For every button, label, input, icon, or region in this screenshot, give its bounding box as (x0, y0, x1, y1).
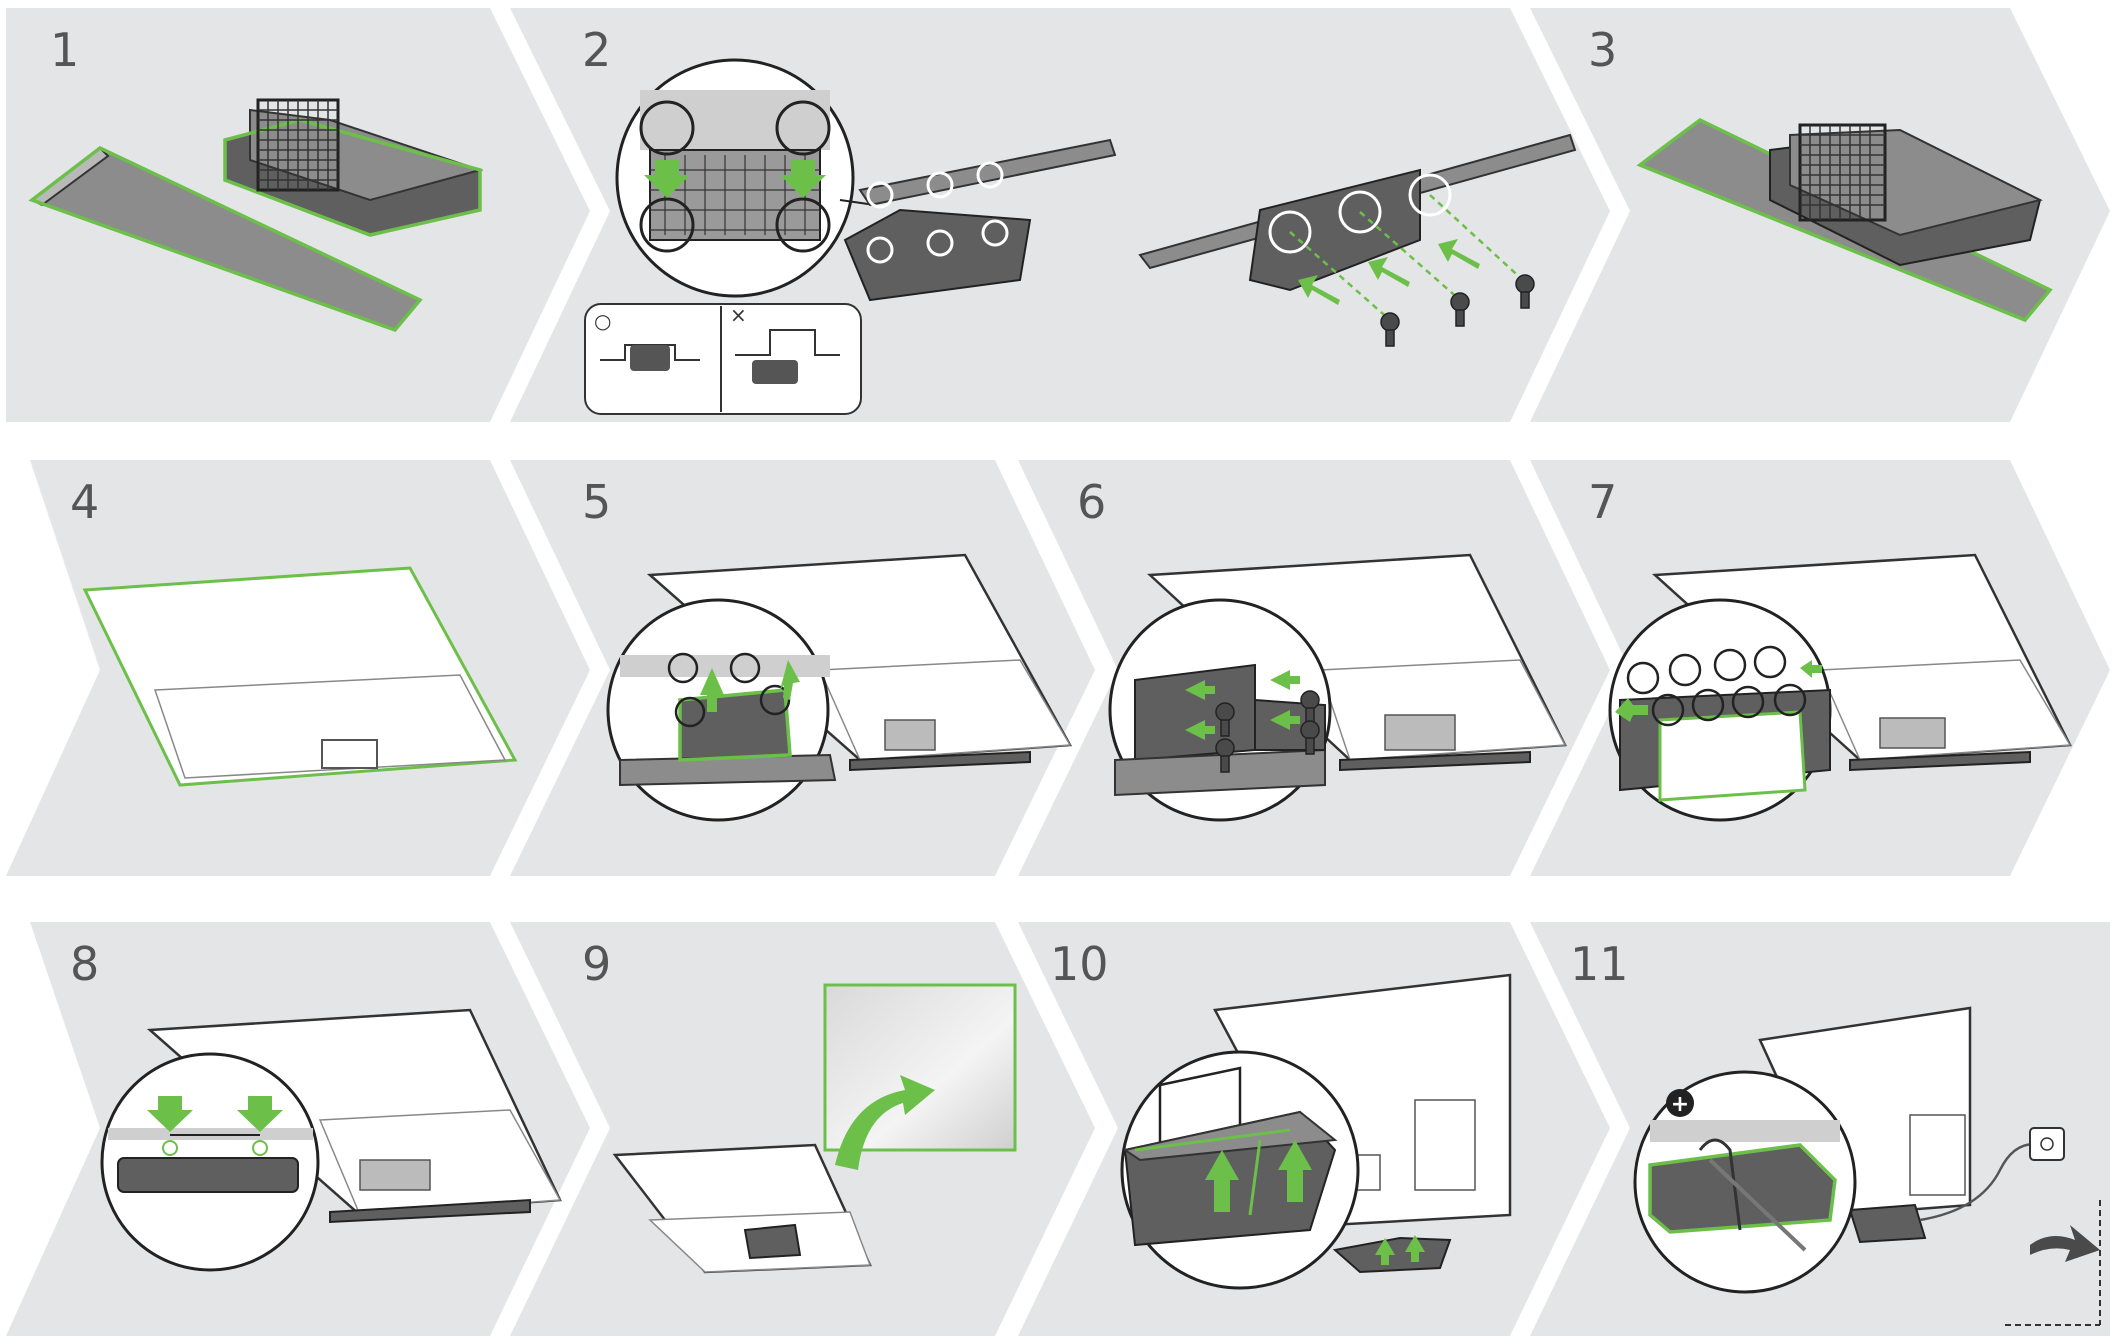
step-8-illustration (100, 1008, 562, 1272)
arrow-icon (780, 160, 826, 198)
step-5-illustration (606, 553, 1073, 822)
step-7-illustration (1608, 553, 2072, 822)
step-5-number: 5 (582, 475, 611, 529)
step-10-illustration (1120, 973, 1512, 1290)
step-6-number: 6 (1077, 475, 1106, 529)
arrow-icon (780, 660, 800, 700)
arrow-icon (835, 1075, 935, 1170)
step-11-number: 11 (1570, 937, 1629, 991)
step-4-number: 4 (70, 475, 99, 529)
step-1-panel (6, 8, 590, 422)
arrow-icon (1270, 710, 1300, 730)
step-3-illustration (1636, 117, 2053, 323)
arrow-icon (700, 668, 724, 712)
step-10-number: 10 (1050, 937, 1109, 991)
step-4-illustration (82, 566, 518, 787)
step-8-number: 8 (70, 937, 99, 991)
arrow-icon (1438, 239, 1480, 269)
step-7-number: 7 (1588, 475, 1617, 529)
step-9-number: 9 (582, 937, 611, 991)
arrow-icon (1615, 698, 1648, 722)
correct-symbol: ○ (594, 309, 611, 333)
step-3-number: 3 (1588, 23, 1617, 77)
arrow-icon (1375, 1238, 1395, 1265)
arrow-icon (1185, 720, 1215, 740)
arrow-icon (1800, 660, 1822, 678)
step-9-illustration (612, 983, 1017, 1274)
arrow-icon (1185, 680, 1215, 700)
row-2: 4 5 6 (6, 460, 2110, 876)
step-2-illustration: ○ × (584, 58, 1577, 415)
row-3: 8 9 10 (6, 922, 2110, 1336)
step-1-illustration (28, 98, 484, 333)
wrong-symbol: × (730, 303, 747, 327)
power-outlet-icon (2029, 1127, 2065, 1161)
arrow-icon (1278, 1140, 1312, 1202)
arrow-icon (1205, 1150, 1239, 1212)
plus-label: + (1671, 1092, 1689, 1117)
arrow-icon (1368, 257, 1410, 287)
plus-icon (1666, 1089, 1694, 1117)
row-1: 1 2 (6, 8, 2110, 422)
arrow-icon (237, 1096, 283, 1132)
step-1-number: 1 (50, 23, 79, 77)
step-6-illustration (1108, 553, 1567, 822)
arrow-icon (147, 1096, 193, 1132)
step-11-illustration: + (1633, 1006, 2101, 1326)
arrow-icon (644, 160, 690, 198)
arrow-icon (1405, 1235, 1425, 1262)
orientation-inset (584, 303, 862, 415)
arrow-icon (1270, 670, 1300, 690)
step-2-number: 2 (582, 23, 611, 77)
arrow-icon (1298, 275, 1340, 305)
